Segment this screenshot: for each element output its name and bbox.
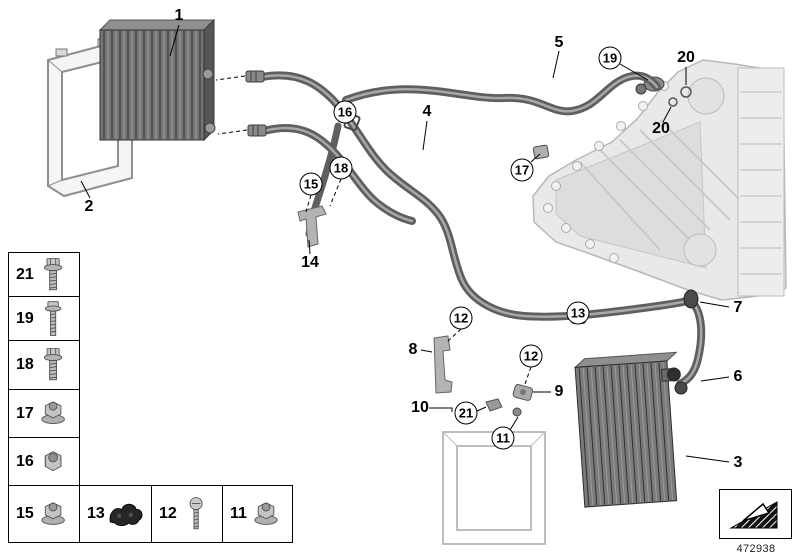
oil-cooler-3: [573, 351, 681, 508]
callout-3[interactable]: 3: [733, 454, 743, 471]
callout-12b[interactable]: 12: [519, 344, 543, 368]
callout-13[interactable]: 13: [566, 301, 590, 325]
callout-16[interactable]: 16: [333, 100, 357, 124]
leader-lines: [80, 24, 730, 463]
legend-item-15[interactable]: 15: [8, 485, 80, 543]
pipe-fitting-6: [674, 381, 688, 395]
legend-item-12[interactable]: 12: [151, 485, 223, 543]
callout-14[interactable]: 14: [301, 254, 319, 271]
hatched-arrow-icon: [728, 501, 777, 529]
legend-item-21[interactable]: 21: [8, 252, 80, 297]
flange-nut-icon: [41, 400, 65, 424]
callout-9[interactable]: 9: [554, 383, 564, 400]
flange-bolt-icon: [43, 257, 63, 290]
hex-nut-icon: [44, 450, 62, 471]
cable-clip-icon: [109, 503, 143, 527]
oil-cooler-1: [98, 18, 216, 142]
screw-icon: [189, 497, 203, 530]
legend-label-18: 18: [16, 356, 34, 373]
sealing-ring-20a: [680, 86, 692, 98]
flange-nut-icon: [254, 502, 278, 525]
long-bolt-icon: [44, 300, 62, 336]
legend-label-15: 15: [16, 505, 34, 522]
legend-item-11[interactable]: 11: [222, 485, 293, 543]
sealing-ring-20b: [668, 97, 678, 107]
callout-20a[interactable]: 20: [677, 49, 695, 66]
legend-label-16: 16: [16, 452, 34, 470]
callout-10[interactable]: 10: [411, 399, 429, 416]
callout-2[interactable]: 2: [84, 198, 94, 215]
legend-label-19: 19: [16, 309, 34, 327]
fittings-and-clamps: [245, 70, 699, 417]
callout-20b[interactable]: 20: [652, 120, 670, 137]
legend-item-17[interactable]: 17: [8, 389, 80, 438]
callout-6[interactable]: 6: [733, 368, 743, 385]
engine-block: [532, 59, 787, 301]
legend-item-13[interactable]: 13: [79, 485, 152, 543]
callout-8[interactable]: 8: [408, 341, 418, 358]
callout-15[interactable]: 15: [299, 172, 323, 196]
legend-label-17: 17: [16, 404, 34, 422]
callout-7[interactable]: 7: [733, 299, 743, 316]
callout-17[interactable]: 17: [510, 158, 534, 182]
legend-label-21: 21: [16, 265, 34, 283]
pipe-fitting-7: [683, 289, 699, 309]
diagram-part-number: 472938: [736, 543, 776, 555]
legend-label-12: 12: [159, 505, 177, 522]
legend-item-19[interactable]: 19: [8, 296, 80, 341]
flange-nut-icon: [41, 502, 65, 525]
callout-12a[interactable]: 12: [449, 306, 473, 330]
legend-item-18[interactable]: 18: [8, 340, 80, 390]
flange-bolt-icon: [43, 348, 63, 381]
hose-clamp-17: [532, 144, 550, 160]
callout-4[interactable]: 4: [422, 103, 432, 120]
callout-19[interactable]: 19: [598, 46, 622, 70]
legend-item-16[interactable]: 16: [8, 437, 80, 486]
direction-symbol-box: [719, 489, 792, 539]
callout-5[interactable]: 5: [554, 34, 564, 51]
callout-18[interactable]: 18: [329, 156, 353, 180]
callout-21[interactable]: 21: [454, 401, 478, 425]
lower-mounting-frame: [442, 431, 546, 545]
callout-11[interactable]: 11: [491, 426, 515, 450]
clip-10: [485, 398, 503, 412]
bracket-14: [297, 205, 327, 248]
legend-label-11: 11: [230, 505, 247, 522]
bracket-8: [433, 335, 453, 394]
legend-label-13: 13: [87, 505, 105, 522]
callout-1[interactable]: 1: [174, 7, 184, 24]
